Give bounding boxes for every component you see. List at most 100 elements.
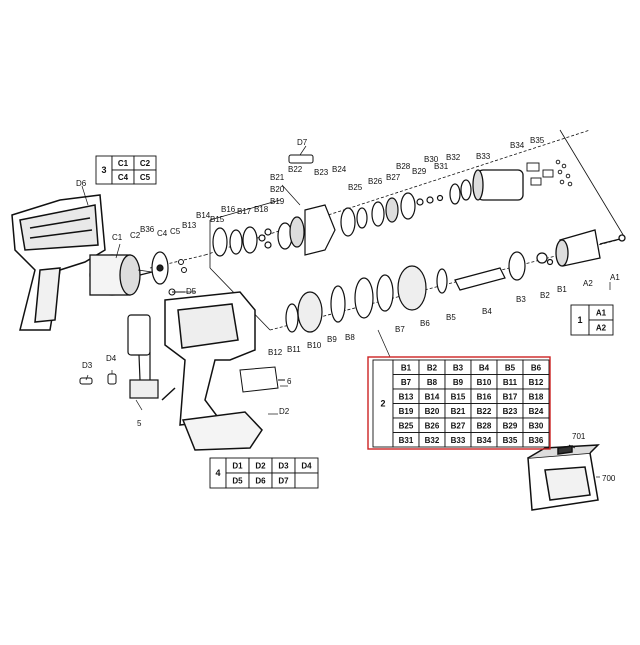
chuck-a2: [555, 229, 626, 267]
table-cell-label: B15: [451, 392, 466, 401]
part-label-c4: C4: [157, 229, 168, 238]
table-cell-label: B1: [401, 363, 412, 372]
part-label-d2: D2: [279, 407, 290, 416]
part-label-b15: B15: [210, 215, 225, 224]
table-group-number: 2: [380, 399, 385, 409]
part-label-c1: C1: [112, 233, 123, 242]
table-group-number: 1: [577, 315, 582, 325]
table-cell-label: B8: [427, 378, 438, 387]
part-label-b10: B10: [307, 341, 322, 350]
part-label-b7: B7: [395, 325, 405, 334]
table-cell-label: B9: [453, 378, 464, 387]
table-cell-label: B29: [503, 421, 518, 430]
part-label-n6: 6: [287, 377, 292, 386]
table-cell-label: B6: [531, 363, 542, 372]
table-cell-label: B19: [399, 407, 414, 416]
part-label-d7: D7: [297, 138, 308, 147]
part-label-d4: D4: [106, 354, 117, 363]
tool-body-d1-d2: [161, 291, 263, 451]
part-label-b5: B5: [446, 313, 456, 322]
table-cell-label: B34: [477, 436, 492, 445]
table-cell-label: C1: [118, 159, 129, 168]
part-d3-d4: [79, 373, 117, 385]
motor-c1: [89, 254, 153, 296]
part-label-d3: D3: [82, 361, 93, 370]
table-cell-label: A2: [596, 324, 607, 333]
part-label-b21: B21: [270, 173, 285, 182]
part-label-n5: 5: [137, 419, 142, 428]
table-cell-label: C5: [140, 173, 151, 182]
part-label-b12: B12: [268, 348, 283, 357]
table-cell-label: D6: [255, 477, 266, 486]
part-label-b34: B34: [510, 141, 525, 150]
part-d7: [288, 154, 314, 164]
table-cell-label: B23: [503, 407, 518, 416]
part-label-b25: B25: [348, 183, 363, 192]
part-label-c2: C2: [130, 231, 141, 240]
table-cell-label: B26: [425, 421, 440, 430]
table-cell-label: B13: [399, 392, 414, 401]
table-cell: [588, 319, 614, 336]
part-label-n701: 701: [572, 432, 586, 441]
part-label-b28: B28: [396, 162, 411, 171]
table-cell-label: B21: [451, 407, 466, 416]
table-cell-label: A1: [596, 309, 607, 318]
table-cell-label: B17: [503, 392, 518, 401]
table-cell-label: B22: [477, 407, 492, 416]
table-cell-label: B14: [425, 392, 440, 401]
table-cell-label: D2: [255, 462, 266, 471]
housing-half-d6: [11, 194, 106, 331]
table-cell-label: B12: [529, 378, 544, 387]
table-cell-label: D3: [278, 462, 289, 471]
part-label-a2: A2: [583, 279, 593, 288]
table-cell-label: B5: [505, 363, 516, 372]
part-label-b3: B3: [516, 295, 526, 304]
table-cell-label: B28: [477, 421, 492, 430]
part-label-b35: B35: [530, 136, 545, 145]
table-cell-label: B4: [479, 363, 490, 372]
part-label-d6: D6: [76, 179, 87, 188]
part-label-b24: B24: [332, 165, 347, 174]
part-label-b18: B18: [254, 205, 269, 214]
table-cell-label: B25: [399, 421, 414, 430]
table-group-number: 4: [215, 468, 220, 478]
part-label-d5: D5: [186, 287, 197, 296]
table-cell-label: B32: [425, 436, 440, 445]
table-cell: [133, 169, 157, 185]
part-label-b17: B17: [237, 207, 252, 216]
table-cell-label: D7: [278, 477, 289, 486]
table-cell: [294, 472, 319, 489]
part-label-c5: C5: [170, 227, 181, 236]
part-label-b23: B23: [314, 168, 329, 177]
table-cell-label: C4: [118, 173, 129, 182]
part-label-b2: B2: [540, 291, 550, 300]
table-cell-label: B16: [477, 392, 492, 401]
part-label-b14: B14: [196, 211, 211, 220]
gearbox-upper-row: [212, 179, 472, 257]
part-label-a1: A1: [610, 273, 620, 282]
table-cell-label: B7: [401, 378, 412, 387]
carry-case-700: [527, 444, 600, 511]
gearbox-lower-row: [285, 251, 554, 333]
table-cell-label: C2: [140, 159, 151, 168]
part-label-b11: B11: [287, 345, 301, 354]
table-cell-label: B35: [503, 436, 518, 445]
table-cell-label: B30: [529, 421, 544, 430]
table-2-highlight: [367, 356, 551, 450]
small-parts-b34-b35: [526, 159, 573, 187]
table-group-number: 3: [101, 165, 106, 175]
part-label-b13: B13: [182, 221, 197, 230]
part-label-b1: B1: [557, 285, 567, 294]
part-label-b6: B6: [420, 319, 430, 328]
table-cell-label: D1: [232, 462, 243, 471]
table-cell-label: B27: [451, 421, 466, 430]
part-label-b22: B22: [288, 165, 303, 174]
part-label-b29: B29: [412, 167, 427, 176]
switch-assembly-5: [127, 314, 159, 399]
table-cell-label: B31: [399, 436, 414, 445]
part-label-b36: B36: [140, 225, 155, 234]
